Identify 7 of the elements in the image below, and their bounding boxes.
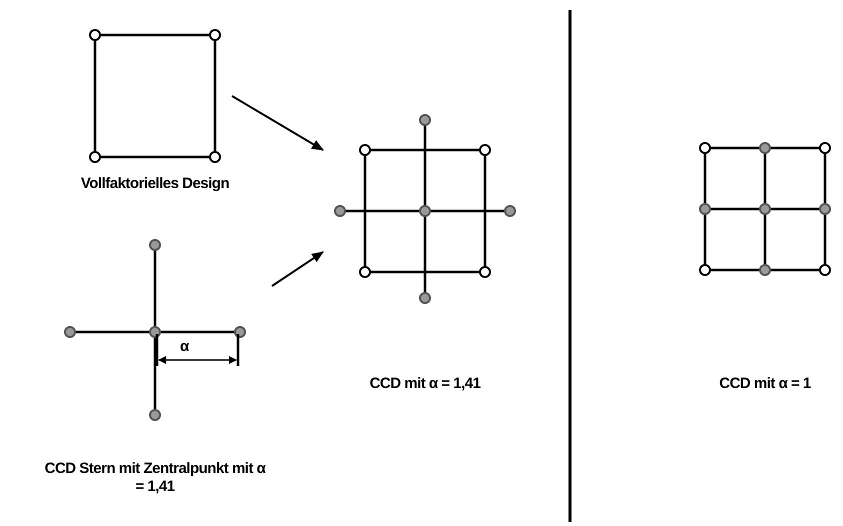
dimension-label: α: [180, 338, 190, 355]
design-caption: CCD mit α = 1,41: [368, 375, 482, 393]
design-caption: CCD mit α = 1: [718, 375, 812, 393]
design-caption: CCD Stern mit Zentralpunkt mit α = 1,41: [44, 460, 266, 496]
arrow: [271, 251, 324, 287]
arrow: [231, 95, 324, 151]
design-caption: Vollfaktorielles Design: [80, 175, 230, 193]
